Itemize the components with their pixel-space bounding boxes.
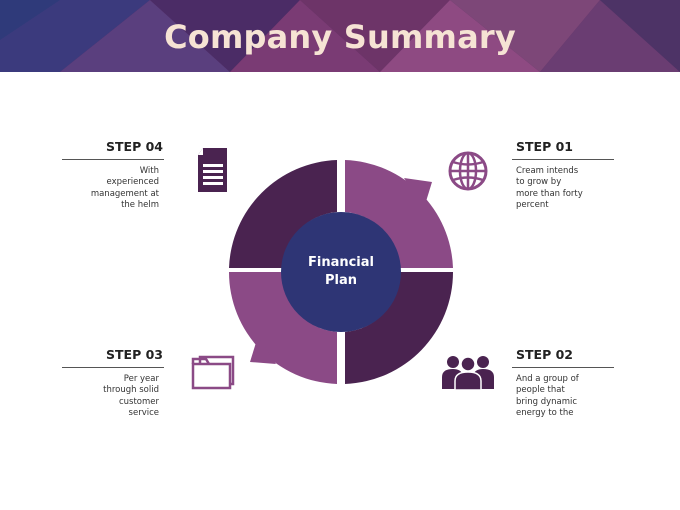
- step-01-text: Cream intends to grow by more than forty…: [516, 166, 583, 210]
- step-04-divider: [62, 159, 164, 160]
- step-02-text: And a group of people that bring dynamic…: [516, 374, 579, 418]
- step-03-title: STEP 03: [106, 347, 163, 362]
- folder-icon: [191, 355, 235, 390]
- cycle-segment-1: [345, 160, 453, 268]
- cycle-segment-2: [345, 272, 454, 384]
- center-label-line1: Financial: [307, 255, 374, 270]
- step-04-title: STEP 04: [106, 139, 163, 154]
- step-03-text: Per year through solid customer service: [103, 374, 159, 418]
- document-icon: [198, 148, 227, 192]
- cycle-arrow-3: [250, 336, 276, 364]
- step-03-divider: [62, 367, 164, 368]
- globe-icon: [448, 151, 488, 191]
- step-02-divider: [512, 367, 614, 368]
- center-label: Financial Plan: [281, 254, 401, 290]
- page-title: Company Summary: [164, 18, 516, 56]
- cycle-segment-3: [228, 272, 337, 384]
- center-circle: [281, 212, 401, 332]
- cycle-arrow-1: [404, 178, 432, 208]
- step-04-text: With experienced management at the helm: [90, 166, 159, 210]
- header-banner: Company Summary: [0, 0, 680, 72]
- cycle-segment-4: [229, 160, 337, 268]
- step-01-divider: [512, 159, 614, 160]
- step-02-title: STEP 02: [516, 347, 573, 362]
- step-01-title: STEP 01: [516, 139, 573, 154]
- people-icon: [442, 356, 494, 391]
- center-label-line2: Plan: [324, 273, 357, 288]
- banner-pattern: [0, 0, 680, 72]
